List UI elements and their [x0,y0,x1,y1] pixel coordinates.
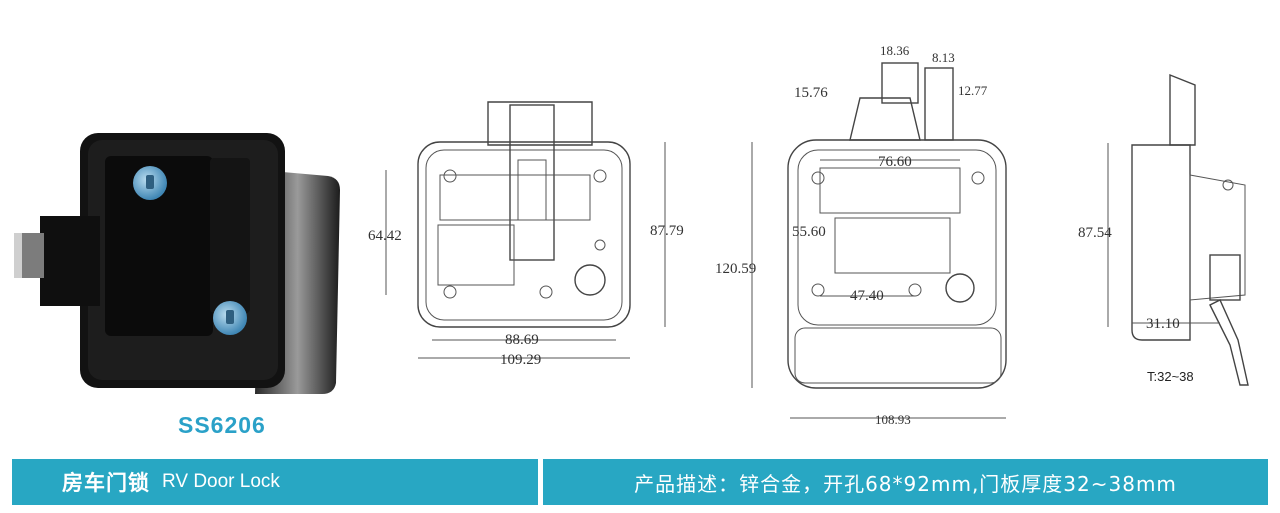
title-banner: 房车门锁 RV Door Lock [12,459,538,505]
front-view-drawing: 64.42 87.79 88.69 109.29 [368,101,684,368]
dim-back-top-b: 8.13 [932,50,955,65]
dim-front-width-outer: 109.29 [500,352,541,368]
dim-front-width-inner: 88.69 [505,332,539,348]
dim-side-depth: 31.10 [1146,316,1180,332]
dim-back-height: 120.59 [715,261,756,277]
model-code: SS6206 [178,412,266,438]
product-title-cn: 房车门锁 [62,471,150,495]
product-title-en: RV Door Lock [162,471,280,492]
dim-back-width: 108.93 [875,412,911,427]
product-description: 产品描述：锌合金，开孔68*92mm,门板厚度32~38mm [634,471,1177,496]
dim-back-mid: 55.60 [792,224,826,240]
side-view-drawing: 87.54 31.10 [1078,73,1249,386]
dim-front-height: 64.42 [368,228,402,244]
dim-front-height2: 87.79 [650,223,684,239]
product-photo [14,133,340,394]
door-thickness-label: T:32~38 [1147,369,1194,384]
dim-side-height: 87.54 [1078,225,1112,241]
description-banner: 产品描述：锌合金，开孔68*92mm,门板厚度32~38mm [543,459,1268,505]
back-view-drawing: 120.59 18.36 8.13 15.76 12.77 76.60 55.6… [715,43,1007,427]
dim-back-top-a: 18.36 [880,43,910,58]
dim-back-right-top: 12.77 [958,83,988,98]
dim-back-span-bottom: 47.40 [850,288,884,304]
dim-back-left-top: 15.76 [794,85,828,101]
dim-back-span-top: 76.60 [878,154,912,170]
